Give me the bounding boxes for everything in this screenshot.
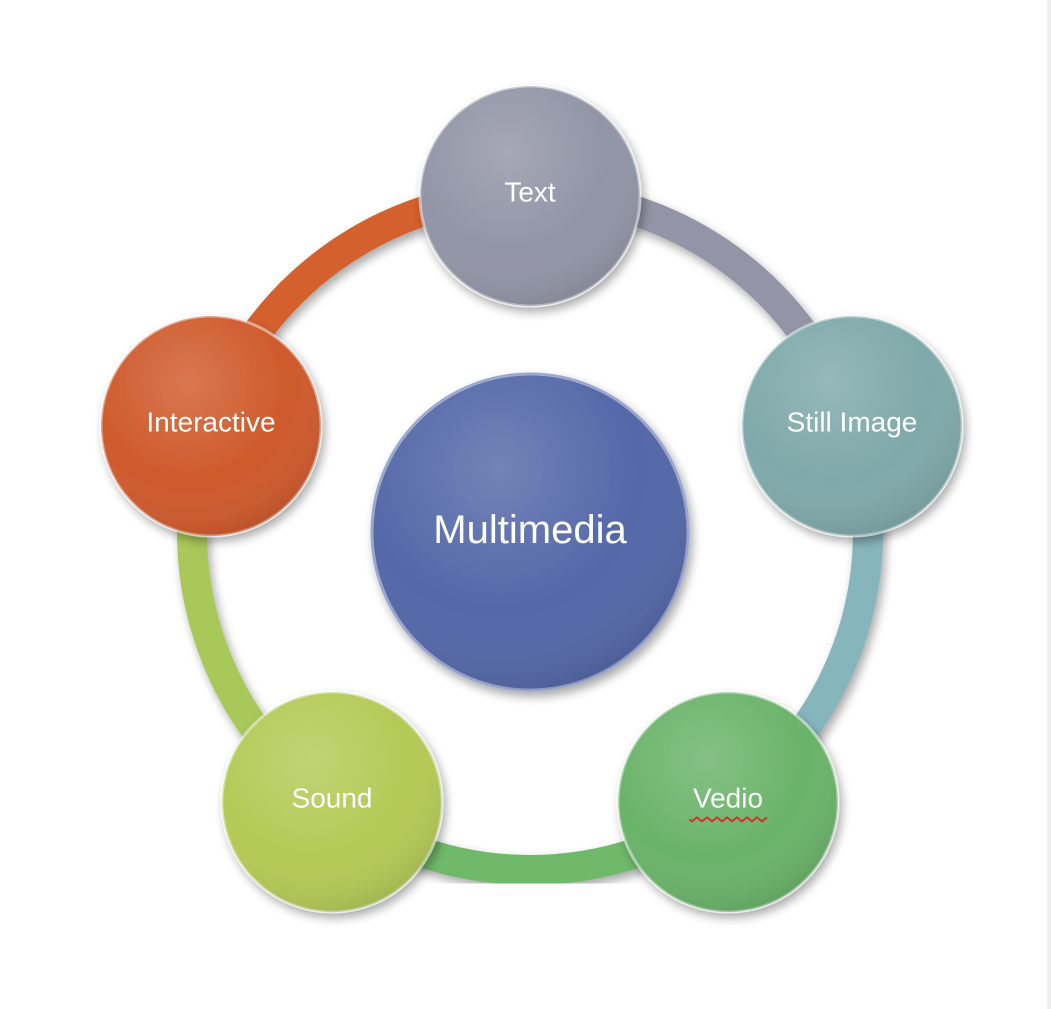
node-text: [418, 84, 642, 308]
node-label-text: Text: [504, 177, 556, 208]
node-still-image: [740, 314, 964, 538]
node-sound: [220, 690, 444, 914]
node-label-vedio: Vedio: [693, 783, 763, 814]
node-label-interactive: Interactive: [146, 407, 275, 438]
node-shine-vedio: [618, 692, 838, 912]
node-shine-sound: [222, 692, 442, 912]
node-label-sound: Sound: [292, 783, 373, 814]
center-label: Multimedia: [433, 508, 627, 552]
node-shine-text: [420, 86, 640, 306]
page-edge: [1047, 0, 1051, 1009]
node-layer: [99, 84, 964, 914]
node-shine-still-image: [742, 316, 962, 536]
node-interactive: [99, 314, 323, 538]
spellcheck-underline: [688, 816, 768, 823]
node-shine-interactive: [101, 316, 321, 536]
node-label-still-image: Still Image: [787, 407, 918, 438]
node-vedio: [616, 690, 840, 914]
